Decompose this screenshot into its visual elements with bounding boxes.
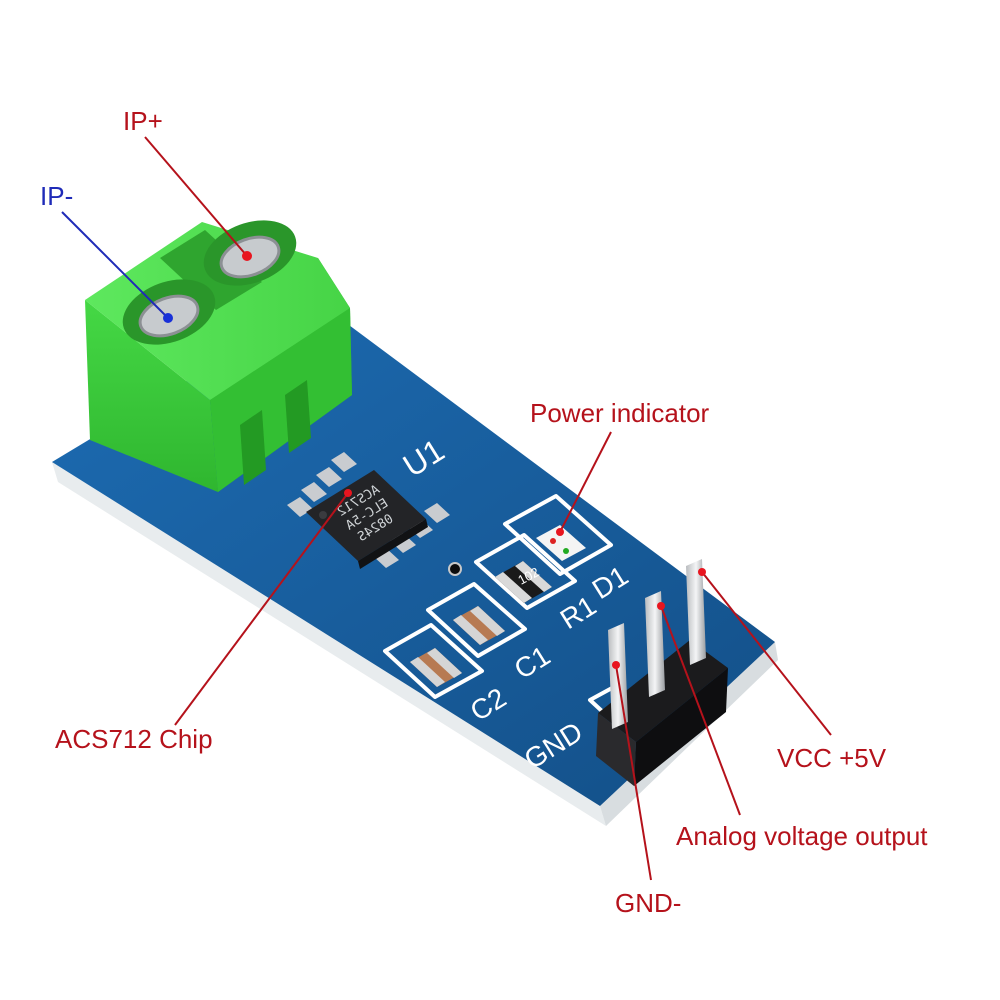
ip-plus-dot <box>242 251 252 261</box>
capacitor-c2 <box>410 648 462 687</box>
power-indicator-dot <box>556 528 564 536</box>
pin-header <box>596 559 728 786</box>
led-red-dot <box>550 538 556 544</box>
capacitor-c1 <box>453 606 505 645</box>
callout-ip-plus: IP+ <box>123 106 163 136</box>
callout-labels: IP+ IP- Power indicator ACS712 Chip VCC … <box>40 106 928 918</box>
callout-lines <box>61 136 832 881</box>
led-green-dot <box>563 548 569 554</box>
ip-minus-dot <box>163 313 173 323</box>
gnd-dot <box>612 661 620 669</box>
callout-analog-output: Analog voltage output <box>676 821 928 851</box>
c2-outline <box>383 623 484 699</box>
analog-output-leader <box>660 605 741 816</box>
callout-acs712-chip: ACS712 Chip <box>55 724 213 754</box>
d1-outline <box>503 494 613 576</box>
led-d1 <box>536 525 586 561</box>
gnd-leader <box>615 664 652 881</box>
pin-out <box>645 591 665 697</box>
callout-vcc: VCC +5V <box>777 743 887 773</box>
vcc-dot <box>698 568 706 576</box>
acs712-chip-leader <box>174 492 349 726</box>
r1-outline <box>474 533 577 610</box>
analog-output-dot <box>657 602 665 610</box>
resistor-r1 <box>495 561 552 603</box>
c1-outline <box>426 582 527 658</box>
silkscreen-outlines <box>383 494 642 728</box>
vcc-leader <box>701 571 832 736</box>
power-indicator-leader <box>559 431 612 533</box>
callout-dots <box>163 251 706 669</box>
smd-components: 102 <box>410 525 586 687</box>
acs712-chip-dot <box>344 489 352 497</box>
via-hole <box>448 562 462 576</box>
ip-minus-leader <box>61 211 169 319</box>
callout-power-indicator: Power indicator <box>530 398 710 428</box>
callout-ip-minus: IP- <box>40 181 73 211</box>
pin-vcc <box>686 559 706 665</box>
callout-gnd: GND- <box>615 888 681 918</box>
ip-plus-leader <box>144 136 248 257</box>
